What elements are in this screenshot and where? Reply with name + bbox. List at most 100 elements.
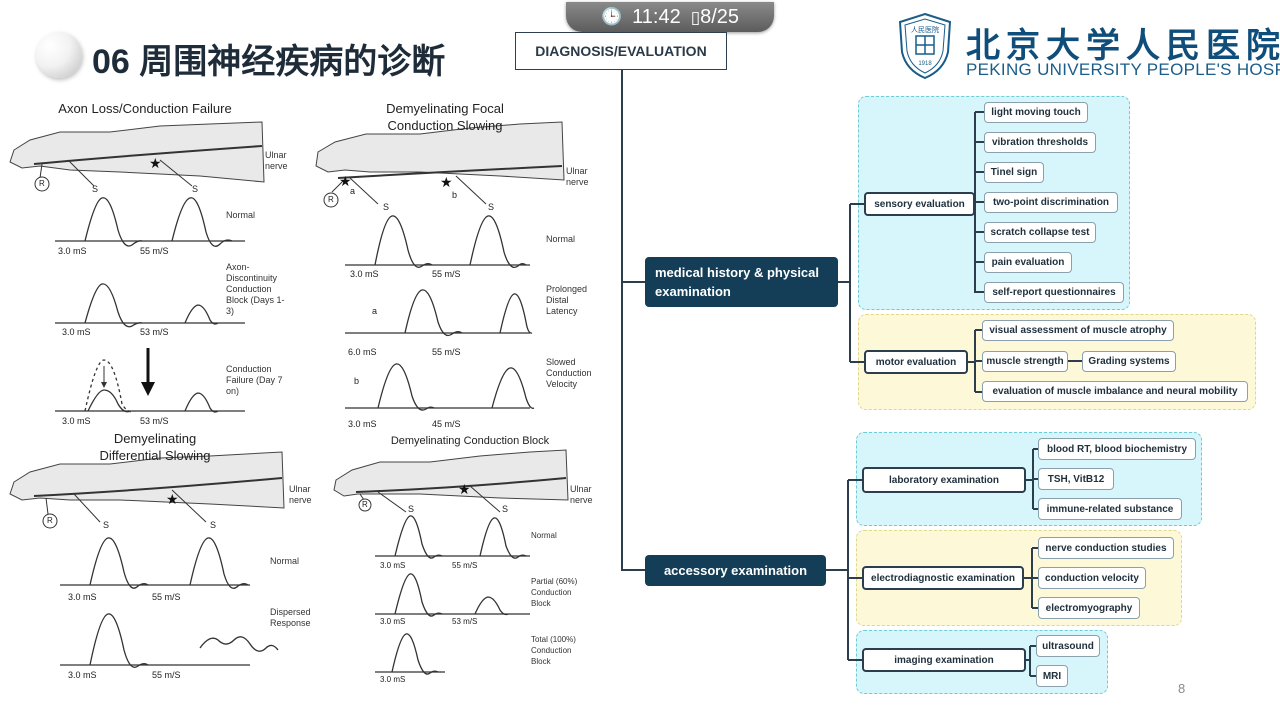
- latency-label: 3.0 mS: [380, 617, 406, 626]
- lesion-star-icon: ★: [149, 155, 162, 171]
- lesion-star-icon: ★: [458, 481, 471, 497]
- arm-illustration: [315, 121, 565, 181]
- page-title: 06 周围神经疾病的诊断: [92, 43, 446, 81]
- panel4-title: Demyelinating Conduction Block: [390, 435, 550, 447]
- nerve-label: Ulnar nerve: [566, 166, 589, 187]
- waveform: [469, 215, 527, 269]
- leaf-ultrasound: ultrasound: [1036, 635, 1100, 657]
- waveform: [89, 537, 149, 589]
- imaging-exam-node: imaging examination: [862, 648, 1026, 672]
- stimulus-label: S: [502, 504, 509, 514]
- velocity-label: 53 m/S: [140, 327, 169, 337]
- hospital-name-cn: 北京大学人民医院: [966, 26, 1280, 66]
- hospital-name-en: PEKING UNIVERSITY PEOPLE'S HOSPITAL: [966, 60, 1280, 79]
- latency-label: 3.0 mS: [350, 269, 379, 279]
- medical-history-node: medical history & physical examination: [645, 257, 838, 307]
- lesion-star-icon: ★: [339, 173, 352, 189]
- state-label: Prolonged Distal Latency: [546, 284, 588, 316]
- latency-label: 3.0 mS: [62, 327, 91, 337]
- trace-label-b: b: [354, 376, 360, 386]
- waveform: [377, 363, 435, 411]
- latency-label: 3.0 mS: [68, 670, 97, 680]
- lesion-star-icon: ★: [166, 491, 179, 507]
- motor-evaluation-node: motor evaluation: [864, 350, 968, 374]
- arm-illustration: [9, 121, 265, 183]
- stimulus-label: S: [408, 504, 415, 514]
- state-label: Dispersed Response: [270, 607, 311, 628]
- state-label: Partial (60%) Conduction Block: [531, 577, 578, 608]
- accessory-exam-node: accessory examination: [645, 555, 826, 586]
- trace-label-a: a: [372, 306, 378, 316]
- latency-label: 3.0 mS: [380, 675, 406, 684]
- recording-label: R: [328, 195, 334, 204]
- laboratory-exam-node: laboratory examination: [862, 467, 1026, 493]
- waveform: [499, 293, 533, 334]
- leaf-blood-tests: blood RT, blood biochemistry: [1038, 438, 1196, 460]
- waveform: [84, 197, 143, 247]
- waveform: [199, 636, 279, 652]
- leaf-conduction-velocity: conduction velocity: [1038, 567, 1146, 589]
- recording-label: R: [39, 179, 45, 188]
- panel1-title: Axon Loss/Conduction Failure: [58, 101, 232, 116]
- state-label: Total (100%) Conduction Block: [531, 635, 576, 666]
- stimulus-label: S: [192, 184, 199, 194]
- recording-label: R: [362, 500, 368, 509]
- latency-label: 6.0 mS: [348, 347, 377, 357]
- lesion-star-icon: ★: [440, 174, 453, 190]
- status-pill: 🕒 11:42 ▯8/25: [566, 2, 774, 32]
- leaf-nerve-conduction-studies: nerve conduction studies: [1038, 537, 1174, 559]
- waveform: [89, 613, 149, 668]
- latency-label: 3.0 mS: [68, 592, 97, 602]
- leaf-visual-assessment-atrophy: visual assessment of muscle atrophy: [982, 320, 1174, 341]
- arrow-down-icon: [141, 348, 155, 396]
- waveform: [404, 289, 463, 337]
- leaf-muscle-imbalance-neural-mobility: evaluation of muscle imbalance and neura…: [982, 381, 1248, 402]
- page-number: 8: [1178, 681, 1186, 696]
- diagnosis-header-box: DIAGNOSIS/EVALUATION: [515, 32, 727, 70]
- panel3-title: Demyelinating Differential Slowing: [99, 431, 211, 463]
- leaf-light-moving-touch: light moving touch: [984, 102, 1088, 123]
- velocity-label: 55 m/S: [432, 347, 461, 357]
- leaf-scratch-collapse-test: scratch collapse test: [984, 222, 1096, 243]
- waveform: [391, 633, 439, 675]
- site-label-b: b: [452, 190, 458, 200]
- stimulus-label: S: [210, 520, 217, 530]
- waveform: [374, 215, 433, 268]
- waveform: [394, 573, 443, 617]
- velocity-label: 53 m/S: [452, 617, 478, 626]
- state-label: Axon-Discontinuity Conduction Block (Day…: [226, 262, 285, 316]
- hospital-seal-icon: 人民医院 1918: [898, 12, 952, 80]
- leaf-immune-related-substance: immune-related substance: [1038, 498, 1182, 520]
- stimulus-label: S: [383, 202, 390, 212]
- waveform: [87, 389, 131, 413]
- panel2-title: Demyelinating Focal Conduction Slowing: [386, 101, 504, 133]
- seal-text: 人民医院: [911, 25, 939, 34]
- stimulus-label: S: [92, 184, 99, 194]
- waveform: [171, 197, 233, 247]
- state-label: Normal: [226, 210, 256, 220]
- nerve-line: [33, 477, 283, 497]
- leaf-self-report-questionnaires: self-report questionnaires: [984, 282, 1124, 303]
- velocity-label: 53 m/S: [140, 416, 169, 426]
- state-label: Normal: [270, 556, 300, 566]
- stimulus-label: S: [488, 202, 495, 212]
- nerve-label: Ulnar nerve: [289, 484, 312, 505]
- leaf-mri: MRI: [1036, 665, 1068, 687]
- status-time: 11:42: [632, 5, 681, 28]
- velocity-label: 55 m/S: [452, 561, 478, 570]
- sensory-evaluation-node: sensory evaluation: [864, 192, 975, 216]
- leaf-grading-systems: Grading systems: [1082, 351, 1176, 372]
- leaf-pain-evaluation: pain evaluation: [984, 252, 1072, 273]
- clock-icon: 🕒: [600, 7, 623, 26]
- arm-illustration: [333, 449, 569, 501]
- title-bullet-icon: [36, 32, 82, 78]
- state-label: Normal: [531, 531, 557, 540]
- velocity-label: 55 m/S: [140, 246, 169, 256]
- electrodiagnostic-exam-node: electrodiagnostic examination: [862, 566, 1024, 590]
- leaf-two-point-discrimination: two-point discrimination: [984, 192, 1118, 213]
- state-label: Normal: [546, 234, 576, 244]
- nerve-label: Ulnar nerve: [265, 150, 288, 171]
- stimulus-label: S: [103, 520, 110, 530]
- velocity-label: 45 m/S: [432, 419, 461, 429]
